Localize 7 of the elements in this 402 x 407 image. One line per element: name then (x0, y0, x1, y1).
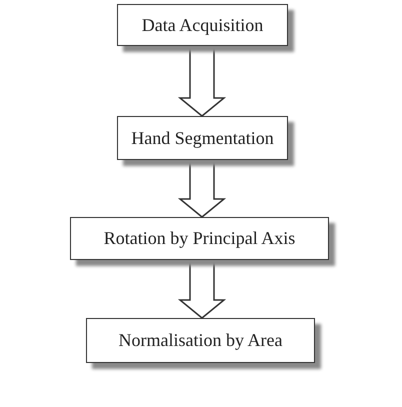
block-arrow (178, 45, 226, 117)
process-box: Hand Segmentation (117, 116, 288, 160)
process-box: Rotation by Principal Axis (70, 217, 329, 260)
process-box: Normalisation by Area (86, 318, 315, 363)
process-box: Data Acquisition (117, 4, 288, 46)
block-arrow (178, 159, 226, 218)
block-arrow (178, 259, 226, 319)
